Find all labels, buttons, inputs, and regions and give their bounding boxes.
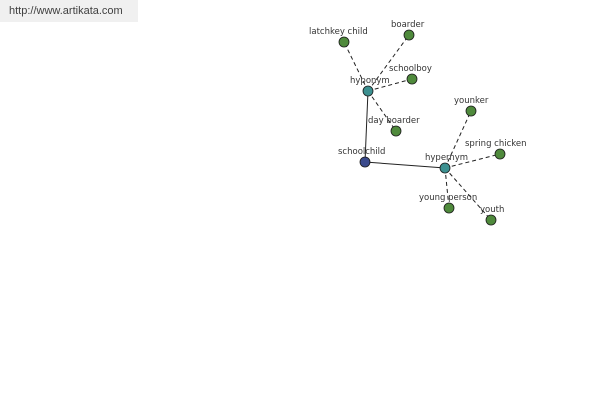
term-node-youth[interactable] [485, 214, 497, 226]
edge-root-hypernym [364, 161, 446, 169]
relation-node-hyponym[interactable] [362, 85, 374, 97]
root-label: schoolchild [338, 147, 385, 157]
term-label-young-person: young person [419, 193, 477, 203]
root-node[interactable] [359, 156, 371, 168]
term-node-younker[interactable] [465, 105, 477, 117]
term-label-youth: youth [480, 205, 504, 215]
term-label-spring-chicken: spring chicken [465, 139, 527, 149]
term-label-boarder: boarder [391, 20, 425, 30]
edge-hyponym-boarder [367, 34, 410, 92]
relation-node-hypernym[interactable] [439, 162, 451, 174]
relation-label-hyponym: hyponym [350, 76, 390, 86]
term-label-younker: younker [454, 96, 489, 106]
edge-hypernym-younker [444, 110, 472, 169]
watermark: http://www.artikata.com [0, 0, 138, 22]
term-node-young-person[interactable] [443, 202, 455, 214]
relation-label-hypernym: hypernym [425, 153, 468, 163]
edge-hypernym-youth [444, 167, 492, 221]
term-node-latchkey-child[interactable] [338, 36, 350, 48]
term-label-schoolboy: schoolboy [389, 64, 432, 74]
graph-labels: latchkey child boarder schoolboy day boarde… [309, 20, 527, 215]
term-label-day-boarder: day boarder [368, 116, 420, 126]
edge-hyponym-schoolboy [367, 78, 413, 92]
graph-nodes [338, 29, 506, 226]
edge-hyponym-latchkey-child [343, 41, 369, 92]
term-node-spring-chicken[interactable] [494, 148, 506, 160]
term-node-schoolboy[interactable] [406, 73, 418, 85]
term-node-day-boarder[interactable] [390, 125, 402, 137]
term-node-boarder[interactable] [403, 29, 415, 41]
edge-hyponym-day-boarder [367, 90, 397, 132]
term-label-latchkey-child: latchkey child [309, 27, 368, 37]
edge-hypernym-spring-chicken [444, 153, 501, 169]
graph-edges [343, 34, 501, 221]
edge-root-hyponym [364, 90, 369, 163]
watermark-text: http://www.artikata.com [9, 5, 123, 17]
